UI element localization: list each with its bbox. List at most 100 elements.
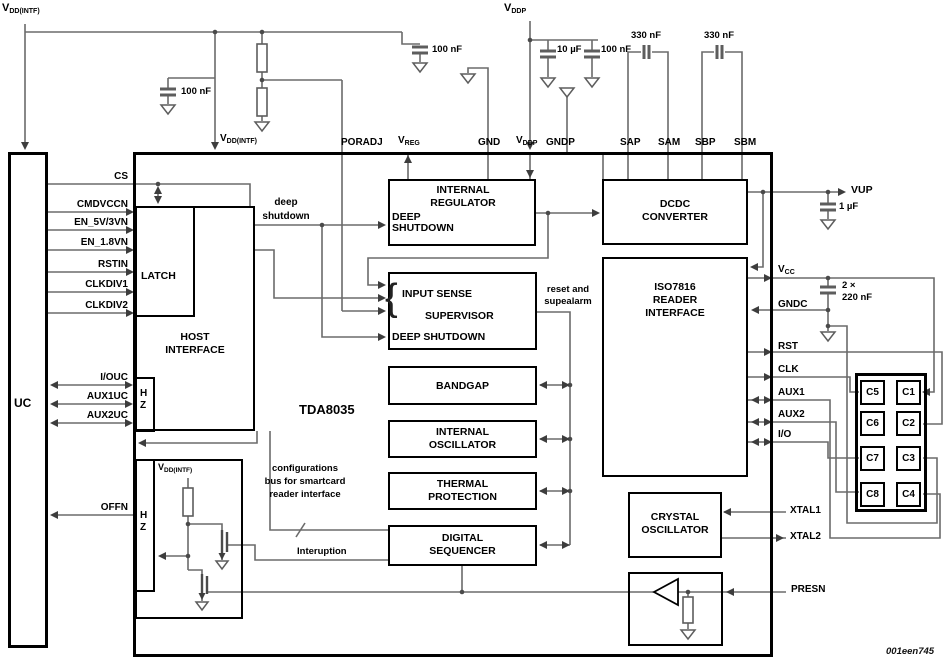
cap-330nf-sb-label: 330 nF	[703, 30, 735, 41]
dcdc-converter-block	[602, 179, 748, 245]
latch-label: LATCH	[141, 270, 176, 282]
vdd-intf-inner-label: VDD(INTF)	[158, 462, 193, 474]
vdd-intf-top-label: VDD(INTF)	[2, 2, 40, 16]
pin-gndp: GNDP	[546, 137, 575, 148]
card-contact-c3: C3	[896, 446, 921, 471]
signal-clkdiv2: CLKDIV2	[85, 300, 128, 311]
card-contact-c8: C8	[860, 482, 885, 507]
signal-en18vn: EN_1.8VN	[80, 237, 128, 248]
uc-label: UC	[14, 396, 32, 410]
signal-cs: CS	[114, 171, 128, 182]
signal-clkdiv1: CLKDIV1	[85, 279, 128, 290]
cap-330nf-sa-label: 330 nF	[630, 30, 662, 41]
ground-icon	[159, 62, 837, 641]
signal-offn: OFFN	[100, 502, 128, 513]
signal-rstin: RSTIN	[98, 259, 128, 270]
card-contact-c7: C7	[860, 446, 885, 471]
pin-presn: PRESN	[791, 584, 826, 595]
internal-oscillator-block	[388, 420, 537, 458]
latch-block	[135, 206, 195, 317]
mosfet-icon	[200, 530, 229, 596]
signal-aux2uc: AUX2UC	[86, 410, 128, 421]
bandgap-block	[388, 366, 537, 405]
presence-detector-block	[628, 572, 723, 646]
pin-xtal1: XTAL1	[790, 505, 821, 516]
pin-io: I/O	[778, 429, 792, 440]
card-contact-c1: C1	[896, 380, 921, 405]
hz-lower-block	[135, 459, 155, 592]
buffer-icon	[652, 577, 679, 607]
card-connector-block	[855, 373, 927, 512]
signal-en5v3vn: EN_5V/3VN	[74, 217, 128, 228]
hz-upper-block	[135, 377, 155, 432]
supervisor-block	[388, 272, 537, 350]
signal-cmdvccn: CMDVCCN	[76, 199, 128, 210]
card-contact-c2: C2	[896, 411, 921, 436]
bandgap-label: BANDGAP	[435, 380, 490, 392]
signal-iouc: I/OUC	[100, 372, 128, 383]
pin-sam: SAM	[658, 137, 681, 148]
iso7816-block	[602, 257, 748, 477]
pin-aux1: AUX1	[778, 387, 805, 398]
pin-poradj: PORADJ	[341, 137, 383, 148]
supervisor-brace: {	[385, 277, 398, 319]
pin-xtal2: XTAL2	[790, 531, 821, 542]
wires	[24, 21, 943, 629]
cap-220nf-qty-label: 2 ×	[842, 280, 856, 291]
uc-block	[8, 152, 48, 648]
cap-1uf-label: 1 µF	[839, 201, 859, 212]
interruption-annotation: Interuption	[297, 546, 347, 557]
cap-100nf-vreg-label: 100 nF	[432, 44, 463, 55]
pin-sap: SAP	[620, 137, 641, 148]
cap-100nf-vddp-label: 100 nF	[601, 44, 632, 55]
cap-100nf-intf-label: 100 nF	[181, 86, 212, 97]
card-contact-c6: C6	[860, 411, 885, 436]
pin-sbp: SBP	[695, 137, 716, 148]
cap-220nf-label: 220 nF	[842, 292, 873, 303]
resistor-icon	[182, 43, 694, 624]
crystal-oscillator-block	[628, 492, 722, 558]
digital-sequencer-block	[388, 525, 537, 566]
cap-10uf-label: 10 µF	[557, 44, 582, 55]
internal-regulator-block	[388, 179, 536, 246]
chip-name-label: TDA8035	[299, 402, 355, 417]
junction-dots	[155, 29, 831, 595]
supervisor-label-3: DEEP SHUTDOWN	[392, 331, 486, 343]
signal-aux1uc: AUX1UC	[86, 391, 128, 402]
arrowheads	[21, 142, 930, 600]
pin-vddp: VDDP	[516, 135, 538, 147]
pin-gnd: GND	[478, 137, 501, 148]
chip-outline	[133, 152, 773, 657]
pin-gndc: GNDC	[778, 299, 808, 310]
supervisor-label-1: INPUT SENSE	[402, 288, 473, 300]
supervisor-label-2: SUPERVISOR	[425, 310, 494, 322]
capacitor-icon	[160, 45, 836, 295]
pin-vcc: VCC	[778, 264, 795, 276]
pin-vreg: VREG	[398, 135, 420, 147]
pin-vdd-intf: VDD(INTF)	[220, 133, 257, 145]
drawing-code-watermark: 001een745	[886, 646, 935, 657]
card-contact-c5: C5	[860, 380, 885, 405]
pin-rst: RST	[778, 341, 798, 352]
card-contact-c4: C4	[896, 482, 921, 507]
host-interface-block	[135, 206, 255, 431]
vddp-top-label: VDDP	[504, 2, 527, 16]
pin-vup: VUP	[851, 184, 873, 196]
pin-sbm: SBM	[734, 137, 757, 148]
